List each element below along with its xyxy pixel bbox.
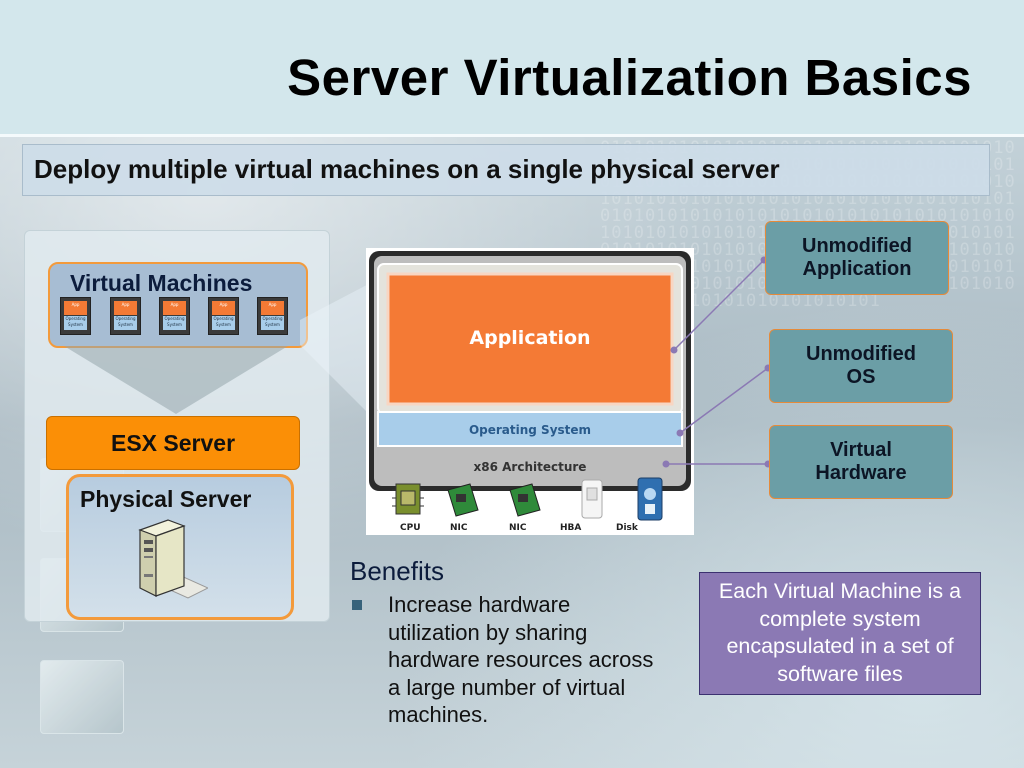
physical-server-label: Physical Server [80, 486, 252, 512]
callout-unmodified-os: Unmodified OS [769, 329, 953, 403]
hardware-label-nic: NIC [509, 523, 527, 533]
decor-square [40, 660, 124, 734]
esx-server-box: ESX Server [46, 416, 300, 470]
funnel-arrow [64, 346, 288, 414]
callout-virtual-hardware: Virtual Hardware [769, 425, 953, 499]
nic-card-icon [447, 483, 479, 517]
virtual-machines-label: Virtual Machines [70, 270, 253, 296]
slide-subtitle: Deploy multiple virtual machines on a si… [34, 154, 780, 184]
application-layer-label: Application [469, 327, 590, 349]
nic-card-icon [509, 483, 541, 517]
callout-unmodified-application: Unmodified Application [765, 221, 949, 295]
title-bar [0, 0, 1024, 137]
bullet-square-icon [352, 600, 362, 610]
hardware-label-cpu: CPU [400, 523, 421, 533]
os-layer-label: Operating System [469, 423, 591, 437]
hardware-label-disk: Disk [616, 523, 639, 533]
hba-card-icon [581, 479, 603, 519]
esx-server-label: ESX Server [110, 430, 236, 456]
vm-note-box: Each Virtual Machine is a complete syste… [699, 572, 981, 695]
zoom-beam [300, 278, 380, 425]
architecture-label: x86 Architecture [474, 460, 587, 474]
hardware-label-nic: NIC [450, 523, 468, 533]
subtitle-bar [22, 144, 990, 196]
server-tower-icon [138, 519, 208, 599]
cpu-chip-icon [392, 483, 424, 515]
hardware-label-hba: HBA [560, 523, 581, 533]
disk-drive-icon [637, 477, 663, 521]
vm-architecture-diagram: Application Operating System x86 Archite… [366, 248, 694, 535]
benefit-item: Increase hardware utilization by sharing… [388, 592, 654, 727]
benefits-heading: Benefits [350, 556, 444, 586]
slide-title: Server Virtualization Basics [287, 49, 972, 106]
